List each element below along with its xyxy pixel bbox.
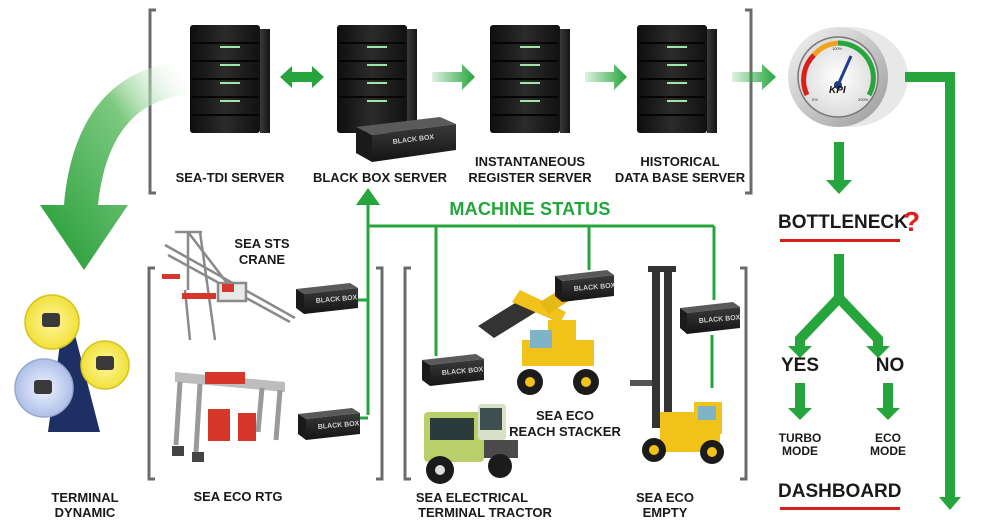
black-box-text: BLACK BOX <box>574 282 616 293</box>
black-box-device-icon: BLACK BOX <box>356 117 456 162</box>
no-label: NO <box>875 355 905 376</box>
historical-server-label-line1: HISTORICAL <box>640 154 720 169</box>
black-box-device-icon: BLACK BOX <box>555 270 616 302</box>
kpi-scale-low: 0% <box>812 97 818 102</box>
black-box-device-icon: BLACK BOX <box>680 302 741 334</box>
instantaneous-server-label-line1: INSTANTANEOUS <box>474 154 586 169</box>
black-box-device-icon: BLACK BOX <box>298 408 360 440</box>
rtg-crane-icon <box>172 372 285 462</box>
terminal-dynamic-icon <box>14 294 130 432</box>
turbo-mode-line1: TURBO <box>778 431 822 445</box>
historical-server-label-line2: DATA BASE SERVER <box>614 170 746 185</box>
arrow-down-icon <box>788 346 890 358</box>
rtg-label: SEA ECO RTG <box>193 489 283 504</box>
cranes-bracket <box>147 266 384 481</box>
dashboard-flow-line <box>905 72 961 510</box>
reach-stacker-label-line1: SEA ECO <box>535 408 595 423</box>
black-box-server-icon <box>337 25 417 133</box>
sts-crane-label-line1: SEA STS <box>234 236 290 251</box>
terminal-tractor-label-line2: TERMINAL TRACTOR <box>418 505 552 520</box>
terminal-dynamic-label-line1: TERMINAL <box>51 490 119 505</box>
yes-label: YES <box>780 355 820 376</box>
arrow-right-icon <box>585 64 627 90</box>
curved-arrow-icon <box>40 62 185 270</box>
black-box-text: BLACK BOX <box>316 294 358 305</box>
historical-server-icon <box>637 25 717 133</box>
turbo-mode-line2: MODE <box>782 444 818 458</box>
instantaneous-server-label-line2: REGISTER SERVER <box>468 170 592 185</box>
reach-stacker-icon <box>478 282 599 395</box>
black-box-device-icon: BLACK BOX <box>296 283 358 314</box>
bottleneck-underline <box>780 239 900 242</box>
arrow-down-icon <box>788 383 900 420</box>
terminal-dynamic-label-line2: DYNAMIC <box>54 505 116 520</box>
empty-handler-label-line1: SEA ECO <box>635 490 695 505</box>
dashboard-label: DASHBOARD <box>778 481 902 502</box>
dashboard-underline <box>780 507 900 510</box>
arrow-right-icon <box>732 64 776 90</box>
question-mark-icon: ? <box>903 206 921 237</box>
machine-status-network <box>356 205 716 420</box>
eco-mode-line1: ECO <box>874 431 901 445</box>
black-box-server-label: BLACK BOX SERVER <box>312 170 448 185</box>
kpi-title: KPI <box>829 85 846 96</box>
arrow-right-icon <box>432 64 475 90</box>
black-box-text: BLACK BOX <box>442 366 484 377</box>
terminal-tractor-icon <box>424 404 518 484</box>
terminal-tractor-label-line1: SEA ELECTRICAL <box>415 490 529 505</box>
eco-mode-line2: MODE <box>870 444 906 458</box>
empty-handler-icon <box>630 266 724 464</box>
decision-split-arrows <box>795 254 883 348</box>
machine-status-label: MACHINE STATUS <box>449 199 611 219</box>
bottleneck-label: BOTTLENECK <box>778 212 908 233</box>
arrow-down-icon <box>826 142 852 194</box>
empty-handler-label-line2: EMPTY <box>642 505 688 520</box>
black-box-text: BLACK BOX <box>699 314 741 325</box>
black-box-device-icon: BLACK BOX <box>422 354 484 386</box>
sts-crane-label-line2: CRANE <box>238 252 286 267</box>
sea-tdi-server-label: SEA-TDI SERVER <box>175 170 285 185</box>
kpi-scale-high: 200% <box>858 97 869 102</box>
kpi-scale-mid: 100% <box>832 46 843 51</box>
vehicles-bracket <box>403 266 748 481</box>
reach-stacker-label-line2: REACH STACKER <box>509 424 621 439</box>
kpi-gauge-icon: KPI 0% 100% 200% <box>788 27 908 127</box>
sea-tdi-server-icon <box>190 25 270 133</box>
instantaneous-server-icon <box>490 25 570 133</box>
sts-crane-icon <box>162 230 296 341</box>
arrow-up-icon <box>356 188 380 205</box>
bidirectional-arrow-icon <box>280 66 324 88</box>
black-box-text: BLACK BOX <box>318 420 360 431</box>
